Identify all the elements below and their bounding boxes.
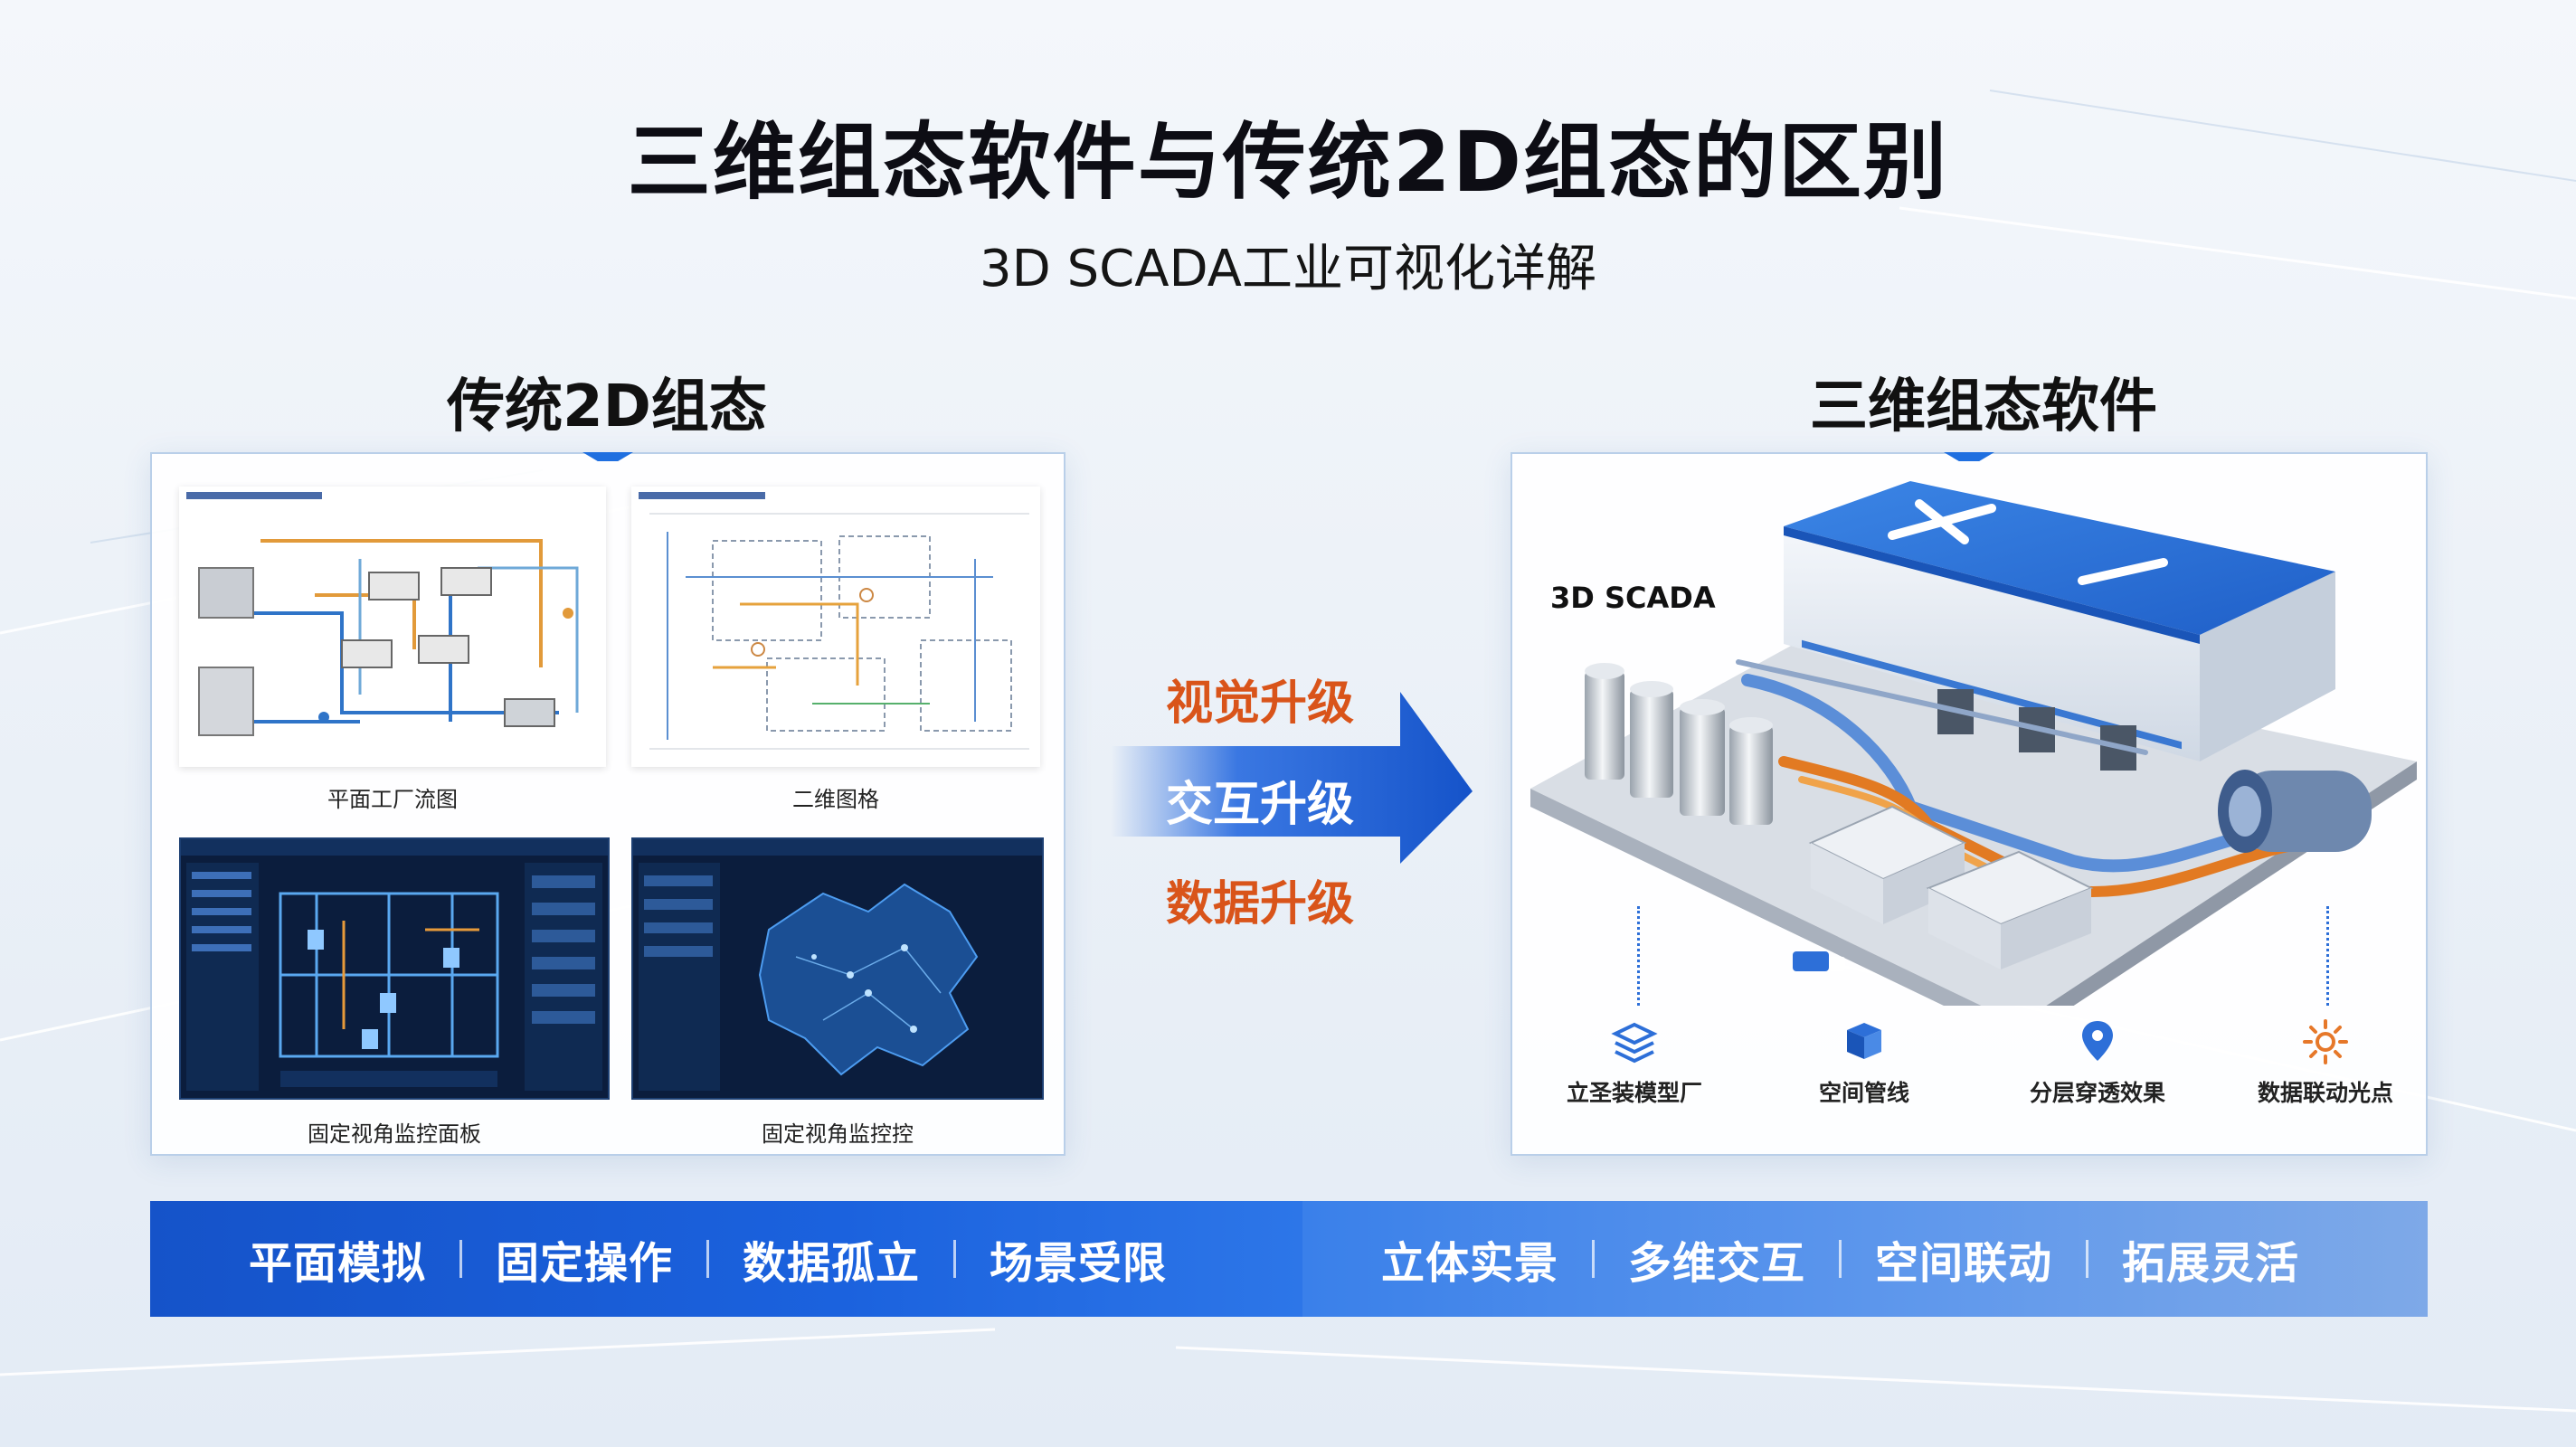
trait-item: 立体实景 — [1380, 1238, 1558, 1289]
traditional-2d-panel: 平面工厂流图 — [150, 452, 1065, 1156]
trait-item: 拓展灵活 — [2121, 1238, 2299, 1289]
feature-label: 数据联动光点 — [2257, 1080, 2393, 1106]
thumbnail-monitor-dashboard[interactable] — [179, 837, 610, 1100]
trait-item: 数据孤立 — [742, 1238, 920, 1289]
sun-icon — [2303, 1019, 2348, 1064]
thumbnail-map-monitor[interactable] — [631, 837, 1044, 1100]
left-section-heading: 传统2D组态 — [447, 374, 767, 440]
trait-item: 平面模拟 — [248, 1238, 426, 1289]
feature-label: 立圣装模型厂 — [1566, 1080, 1702, 1106]
scene-label: 3D SCADA — [1550, 581, 1716, 615]
upgrade-data: 数据升级 — [1165, 877, 1354, 932]
band-separator — [2086, 1240, 2088, 1278]
band-separator — [1839, 1240, 1842, 1278]
feature-item[interactable]: 分层穿透效果 — [1994, 1017, 2202, 1108]
connector-line — [2326, 906, 2329, 1006]
page-title: 三维组态软件与传统2D组态的区别 — [627, 114, 1949, 211]
layers-icon — [1611, 1022, 1658, 1064]
thumbnail-caption: 固定视角监控控 — [762, 1121, 914, 1147]
trait-item: 空间联动 — [1874, 1238, 2052, 1289]
traditional-traits-band: 平面模拟 固定操作 数据孤立 场景受限 — [150, 1201, 1302, 1317]
upgrade-interaction: 交互升级 — [1165, 778, 1354, 832]
trait-item: 多维交互 — [1627, 1238, 1805, 1289]
band-separator — [1592, 1240, 1595, 1278]
band-separator — [706, 1240, 709, 1278]
band-separator — [459, 1240, 462, 1278]
thumbnail-caption: 固定视角监控面板 — [308, 1121, 481, 1147]
feature-item[interactable]: 立圣装模型厂 — [1530, 1017, 1738, 1108]
right-section-heading: 三维组态软件 — [1810, 374, 2157, 440]
thumbnail-caption: 二维图格 — [792, 787, 879, 812]
page-subtitle: 3D SCADA工业可视化详解 — [980, 240, 1596, 298]
trait-item: 场景受限 — [989, 1238, 1167, 1289]
thumbnail-schematic-grid[interactable] — [631, 487, 1040, 767]
scada-3d-panel: 3D SCADA — [1511, 452, 2428, 1156]
feature-item[interactable]: 数据联动光点 — [2221, 1017, 2429, 1108]
panel-notch — [582, 452, 633, 461]
thumbnail-flow-diagram[interactable] — [179, 487, 606, 767]
right-arrow-icon — [1111, 692, 1473, 864]
feature-label: 分层穿透效果 — [2029, 1080, 2165, 1106]
trait-item: 固定操作 — [495, 1238, 673, 1289]
factory-3d-illustration[interactable] — [1512, 463, 2426, 1006]
band-separator — [953, 1240, 956, 1278]
panel-notch — [1944, 452, 1994, 461]
connector-line — [1637, 906, 1640, 1006]
feature-item[interactable]: 空间管线 — [1760, 1017, 1968, 1108]
feature-label: 空间管线 — [1818, 1080, 1909, 1106]
pipeline-icon — [1847, 1023, 1881, 1059]
scada-3d-traits-band: 立体实景 多维交互 空间联动 拓展灵活 — [1302, 1201, 2428, 1317]
upgrade-visual: 视觉升级 — [1165, 676, 1354, 731]
location-pin-icon — [2082, 1021, 2113, 1061]
thumbnail-caption: 平面工厂流图 — [327, 787, 458, 812]
